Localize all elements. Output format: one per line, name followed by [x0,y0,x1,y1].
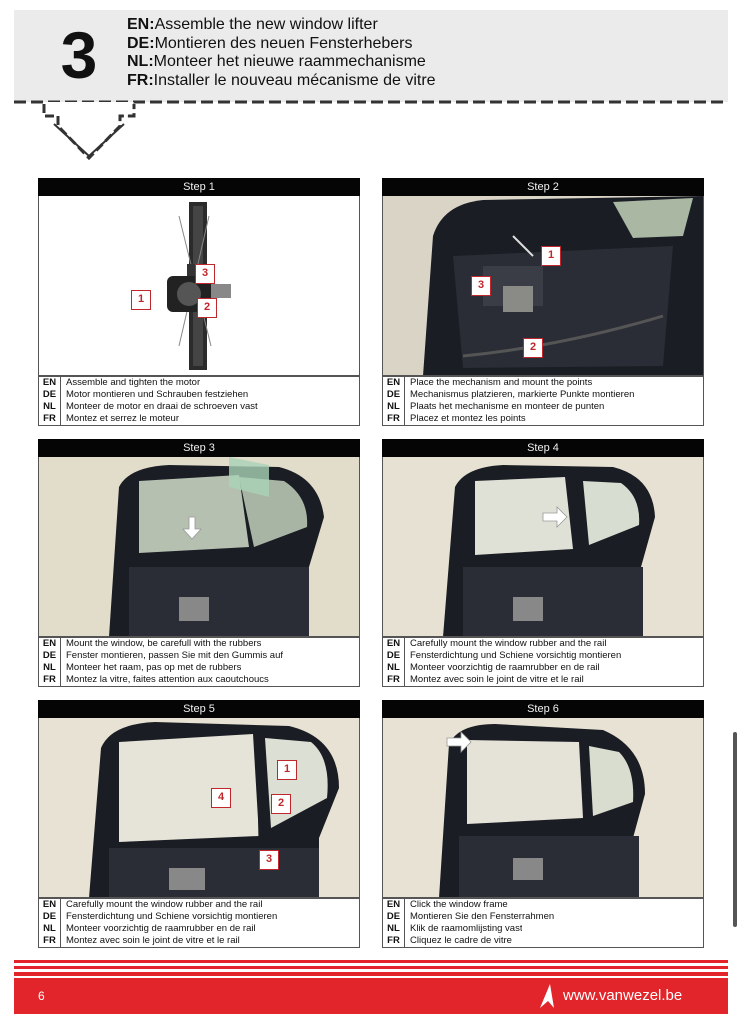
white-arrow-icon [542,506,568,528]
title-line-fr: FR:Installer le nouveau mécanisme de vit… [127,71,436,89]
window-lifter-illustration [39,196,359,375]
door-frame-photo [383,718,703,897]
step-photo: 1 3 2 [382,196,704,376]
step-title: Step 6 [382,700,704,718]
door-interior-photo [383,196,703,375]
section-header: 3 EN:Assemble the new window lifter DE:M… [14,10,728,102]
step-photo [382,457,704,637]
manual-page: 3 EN:Assemble the new window lifter DE:M… [14,10,728,1014]
callout-1: 1 [277,760,297,780]
vertical-scrollbar[interactable] [733,732,737,927]
step-photo: 3 1 2 [38,196,360,376]
callout-3: 3 [471,276,491,296]
white-arrow-icon [446,731,472,753]
step-photo: 1 4 2 3 [38,718,360,898]
title-line-de: DE:Montieren des neuen Fensterhebers [127,34,413,52]
step-title: Step 1 [38,178,360,196]
door-rail-photo [39,718,359,897]
page-number: 6 [38,989,45,1003]
step-photo [38,457,360,637]
white-arrow-icon [182,516,202,540]
callout-2: 2 [197,298,217,318]
callout-4: 4 [211,788,231,808]
step-title: Step 5 [38,700,360,718]
callout-2: 2 [271,794,291,814]
down-arrow-chevron-icon [14,100,728,162]
section-title-lines: EN:Assemble the new window lifter DE:Mon… [127,16,436,90]
vanwezel-logo-icon [540,984,554,1008]
step-title: Step 4 [382,439,704,457]
title-line-en: EN:Assemble the new window lifter [127,16,378,33]
step-photo [382,718,704,898]
callout-3: 3 [195,264,215,284]
callout-3: 3 [259,850,279,870]
callout-1: 1 [131,290,151,310]
door-window-photo [39,457,359,636]
step-title: Step 2 [382,178,704,196]
section-number: 3 [60,18,98,92]
step-title: Step 3 [38,439,360,457]
footer-bar: 6 www.vanwezel.be [14,978,728,1014]
footer-url[interactable]: www.vanwezel.be [563,987,683,1004]
title-line-nl: NL:Monteer het nieuwe raammechanisme [127,53,426,70]
callout-2: 2 [523,338,543,358]
door-rubber-photo [383,457,703,636]
callout-1: 1 [541,246,561,266]
footer-stripes [14,960,728,976]
